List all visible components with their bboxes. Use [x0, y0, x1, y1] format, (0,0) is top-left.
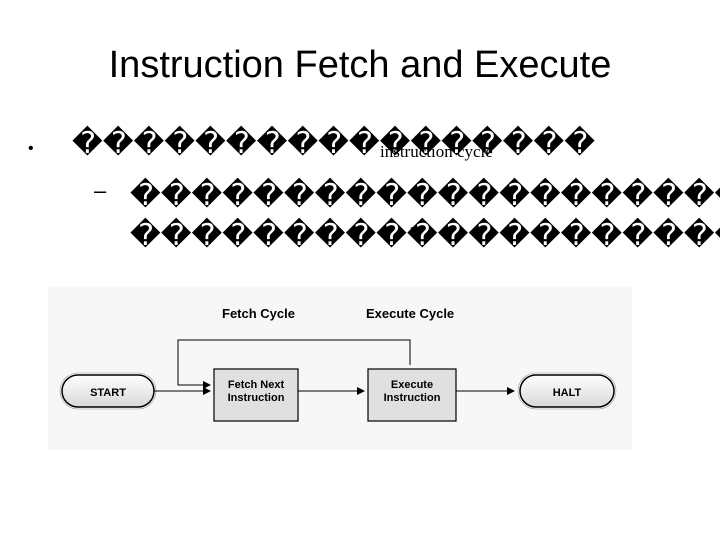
execute-instruction-box	[367, 368, 457, 422]
start-label: START	[90, 387, 126, 399]
execute-box-line-2: Instruction	[384, 392, 441, 404]
bullet-text-line-1: �����������������	[72, 127, 595, 160]
fetch-box-line-1: Fetch Next	[228, 379, 285, 391]
sub-bullet-text-line-1: ��������������������	[130, 179, 720, 212]
slide-title: Instruction Fetch and Execute	[108, 44, 612, 86]
sub-bullet-text-line-2: ��������������������	[130, 219, 720, 252]
diagram-svg: Fetch Cycle Execute Cycle START Fetch Ne…	[59, 306, 617, 422]
sub-bullet-dash: –	[94, 178, 107, 203]
halt-terminal	[519, 374, 615, 408]
fetch-box-line-2: Instruction	[228, 392, 285, 404]
halt-label: HALT	[553, 387, 582, 399]
fetch-cycle-label: Fetch Cycle	[222, 306, 295, 321]
question-mark-overlay: ?	[410, 225, 417, 240]
execute-cycle-label: Execute Cycle	[366, 306, 454, 321]
execute-box-line-1: Execute	[391, 379, 433, 391]
halt-terminal-shadow	[517, 372, 617, 410]
instruction-cycle-overlay: instruction cycle	[380, 142, 493, 161]
instruction-cycle-diagram: Fetch Cycle Execute Cycle START Fetch Ne…	[48, 287, 632, 450]
fetch-next-instruction-box	[213, 368, 299, 422]
loop-back-arrow	[177, 339, 411, 389]
bullet-marker: •	[28, 140, 34, 157]
